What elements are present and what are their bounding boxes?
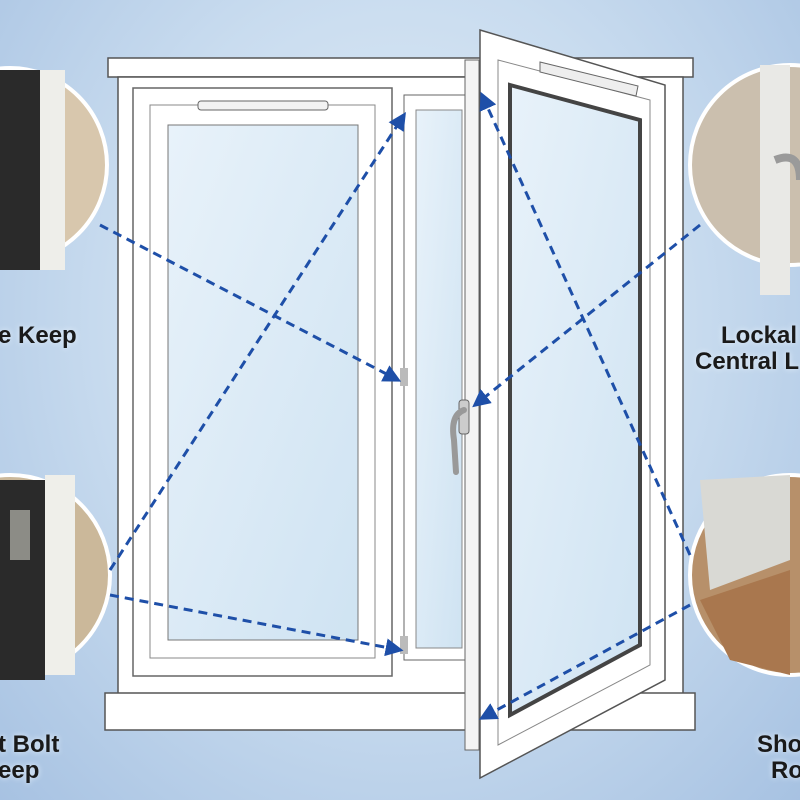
window-illustration xyxy=(104,28,696,780)
detail-photo-bottom-left xyxy=(0,473,112,680)
arrow-to-handle xyxy=(472,223,701,408)
callout-label-top-left: e Keep xyxy=(0,323,77,349)
arrow-to-bottom-roller xyxy=(478,603,691,720)
trickle-vent xyxy=(539,61,639,97)
detail-photo-top-right xyxy=(688,63,800,295)
label-line: e Keep xyxy=(0,322,77,349)
label-line: t Bolt xyxy=(0,731,60,758)
detail-photo-top-left xyxy=(0,66,109,270)
label-line: eep xyxy=(0,757,40,784)
label-line: Central L xyxy=(695,348,800,375)
detail-photo-bottom-right xyxy=(688,473,800,677)
callout-label-top-right: Lockal Central L xyxy=(695,323,799,375)
arrow-to-top-keep xyxy=(108,111,406,571)
label-line: Ro xyxy=(771,757,800,784)
arrow-to-top-roller xyxy=(479,91,692,556)
callout-label-bottom-right: Sho Ro xyxy=(757,732,800,784)
trickle-vent xyxy=(197,100,329,111)
window-handle xyxy=(450,399,470,475)
label-line: Lockal xyxy=(721,322,798,349)
callout-arrows xyxy=(99,91,701,720)
arrow-to-keep xyxy=(99,223,402,382)
arrow-to-bottom-keep xyxy=(109,593,404,657)
callout-label-bottom-left: t Bolt eep xyxy=(0,732,59,784)
label-line: Sho xyxy=(757,731,800,758)
